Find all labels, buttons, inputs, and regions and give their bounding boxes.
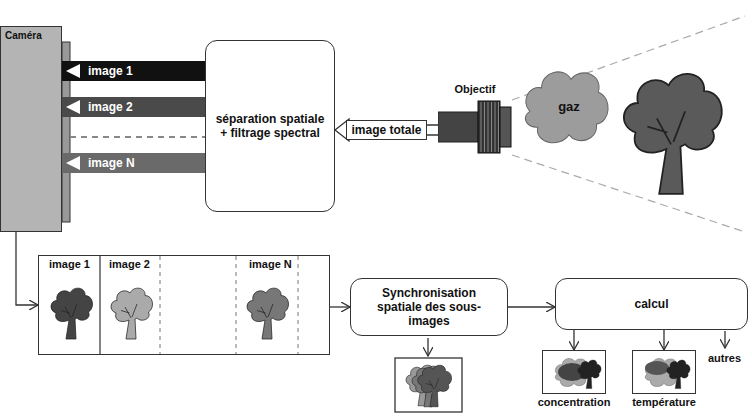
cell-divider: [160, 256, 161, 354]
field-of-view: [512, 155, 745, 232]
arrow-line: [508, 306, 555, 307]
process-box: Synchronisation spatiale des sous-images: [350, 278, 508, 336]
connector: [574, 330, 575, 350]
tree: [418, 365, 452, 407]
arrow: [427, 338, 428, 356]
edge-label: image 2: [84, 98, 137, 116]
lens-knurl: [481, 102, 482, 152]
arrow-head: [66, 100, 80, 114]
camera-box: Caméra: [0, 26, 62, 232]
gas-cloud: gaz: [520, 58, 618, 154]
image-band: [62, 153, 205, 173]
lens-knurl: [484, 102, 485, 152]
image-label: image N: [249, 258, 292, 270]
image-label: image 2: [109, 258, 150, 270]
tree: [667, 360, 690, 388]
lens-knurl: [495, 102, 496, 152]
image-band: [62, 61, 205, 81]
image-frame: [542, 350, 606, 394]
process-box: séparation spatiale + filtrage spectral: [205, 40, 335, 212]
tree: [624, 74, 722, 194]
arrow-line: [16, 232, 38, 305]
lens-ring: [478, 101, 500, 153]
arrow: [724, 331, 725, 348]
image-strip: image 1 image 2 image N: [38, 255, 330, 355]
lens-front: [500, 107, 511, 147]
result-label: température: [612, 396, 716, 408]
temperature-blob: [645, 361, 669, 375]
connector: [508, 307, 555, 308]
box-label: calcul: [634, 297, 668, 311]
arrow-line: [663, 330, 664, 350]
cloud-shape: [525, 72, 608, 143]
image-label: image 1: [49, 258, 90, 270]
box-label: Synchronisation spatiale des sous-images: [359, 286, 499, 328]
arrow-line: [330, 306, 350, 307]
connector: [62, 153, 205, 173]
arrow-line: [573, 330, 574, 350]
image-frame: [395, 358, 462, 412]
connector: [16, 232, 38, 305]
result-image: température: [622, 350, 706, 412]
arrow-head: [66, 156, 80, 170]
tree: [578, 360, 601, 388]
lens-knurl: [498, 102, 499, 152]
cell-divider: [99, 256, 100, 354]
connector: [664, 330, 665, 350]
gas-label: gaz: [558, 99, 580, 114]
arrow-head: [66, 64, 80, 78]
connector: [330, 307, 350, 308]
image-band: [62, 97, 205, 117]
lens-label: Objectif: [438, 82, 512, 98]
camera-label: Caméra: [1, 27, 61, 44]
tree: [111, 288, 153, 339]
edge-label: image N: [84, 154, 139, 172]
lens-knurl: [488, 102, 489, 152]
lens: Objectif: [438, 82, 512, 155]
cell-divider: [236, 256, 237, 354]
process-box: calcul: [555, 278, 748, 330]
dashed-band: [70, 136, 205, 138]
connector: [335, 119, 438, 141]
edge-label: image totale: [346, 120, 426, 140]
connector: [62, 97, 205, 117]
lens-drawing: [438, 98, 512, 155]
box-label: séparation spatiale + filtrage spectral: [214, 112, 326, 140]
lens-knurl: [491, 102, 492, 152]
edge-label: image 1: [84, 62, 137, 80]
result-image: concentration: [532, 350, 616, 412]
note-label: autres: [708, 352, 741, 364]
tree: [247, 288, 289, 339]
tree: [51, 288, 93, 339]
connector: [62, 61, 205, 81]
result-label: concentration: [522, 396, 626, 408]
lens-barrel: [438, 112, 478, 142]
image-frame: [632, 350, 696, 394]
cell-divider: [298, 256, 299, 354]
